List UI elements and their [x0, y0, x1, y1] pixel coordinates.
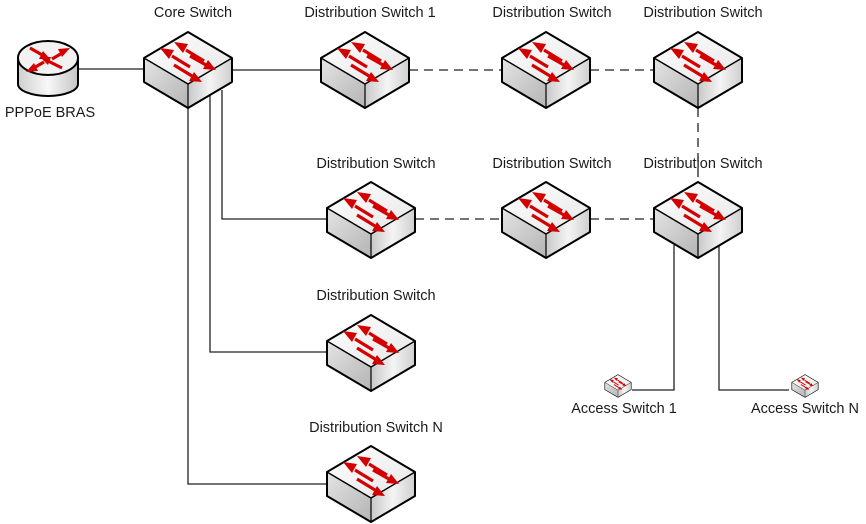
- switch-icon: [325, 180, 417, 260]
- router-icon: [16, 39, 80, 98]
- access-switch-1[interactable]: Access Switch 1: [571, 374, 677, 417]
- links: [78, 68, 789, 485]
- node-label: Access Switch 1: [571, 401, 677, 417]
- distribution-switch-1[interactable]: Distribution Switch 1: [304, 5, 436, 110]
- link-d6-a1: [632, 245, 675, 391]
- node-label: Distribution Switch: [643, 156, 762, 172]
- node-label: Distribution Switch N: [309, 420, 443, 436]
- distribution-switch-n[interactable]: Distribution Switch N: [309, 420, 443, 524]
- switch-icon: [325, 313, 417, 393]
- node-label: Distribution Switch: [316, 156, 435, 172]
- switch-icon: [652, 30, 744, 110]
- switch-icon: [500, 180, 592, 260]
- node-label: Distribution Switch: [492, 5, 611, 21]
- node-label: Access Switch N: [751, 401, 859, 417]
- node-label: Distribution Switch 1: [304, 5, 435, 21]
- link-core-d4: [221, 90, 328, 220]
- core-switch[interactable]: Core Switch: [142, 5, 234, 110]
- distribution-switch-r2c2[interactable]: Distribution Switch: [492, 156, 612, 260]
- link-d6-an: [718, 245, 789, 391]
- link-core-dn: [187, 108, 328, 485]
- switch-icon: [325, 444, 417, 524]
- switch-icon: [500, 30, 592, 110]
- switch-icon: [652, 180, 744, 260]
- distribution-switch-r1c2[interactable]: Distribution Switch: [492, 5, 612, 110]
- node-label: Distribution Switch: [316, 288, 435, 304]
- distribution-switch-r3[interactable]: Distribution Switch: [316, 288, 436, 393]
- node-label: Distribution Switch: [643, 5, 762, 21]
- switch-icon: [604, 374, 632, 398]
- switch-icon: [142, 30, 234, 110]
- node-label: Distribution Switch: [492, 156, 611, 172]
- node-label: Core Switch: [154, 5, 232, 21]
- router-bras[interactable]: PPPoE BRAS: [5, 39, 95, 121]
- distribution-switch-r2c3[interactable]: Distribution Switch: [643, 156, 763, 260]
- access-switch-n[interactable]: Access Switch N: [751, 374, 859, 417]
- switch-icon: [791, 374, 819, 398]
- distribution-switch-r1c3[interactable]: Distribution Switch: [643, 5, 763, 110]
- switch-icon: [319, 30, 411, 110]
- distribution-switch-r2c1[interactable]: Distribution Switch: [316, 156, 436, 260]
- link-core-d7: [209, 95, 328, 353]
- node-label: PPPoE BRAS: [5, 105, 95, 121]
